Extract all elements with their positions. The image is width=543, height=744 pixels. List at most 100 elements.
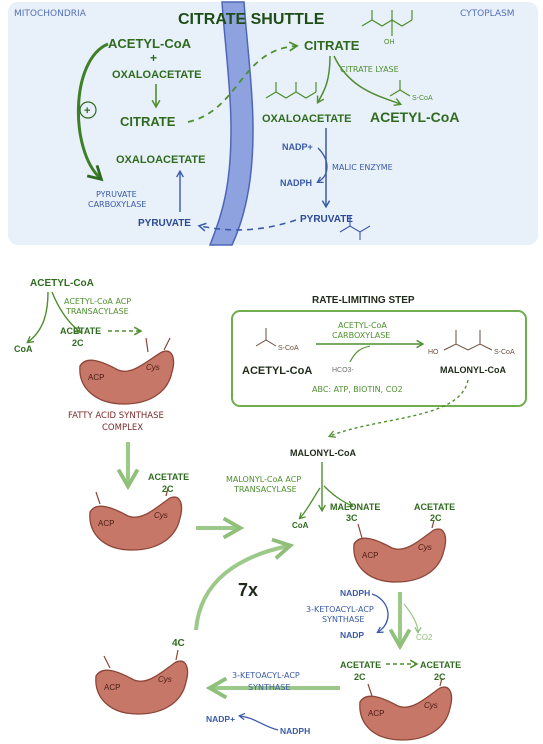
membrane [208,1,254,246]
repeat-arrow [194,537,295,631]
mito-oxaloacetate-2: OXALOACETATE [116,154,205,166]
acp-transacylase-1: ACETYL-CoA ACP [64,297,131,306]
acp-2: ACP [98,519,114,528]
acetyl-coa-structure [389,80,411,97]
rl-ho: HO [428,349,439,356]
pyruvate-transport [197,219,297,232]
malonyl-structure [443,330,493,351]
rl-s-coa-1: S-CoA [278,345,299,352]
carboxylase-1: ACETYL-CoA [338,321,387,330]
cys-5: Cys [158,675,172,684]
two-c-3: 2C [430,513,442,523]
rl-acetyl-structure [255,328,277,347]
malonyl-to-malonate [323,485,354,508]
acetate-right: ACETATE [420,660,461,670]
acetate-3: ACETATE [414,502,455,512]
seven-x: 7x [238,580,258,600]
enzyme-complex-1: ACP Cys [79,337,175,405]
nadp-plus: NADP+ [282,142,313,152]
carboxylase-2: CARBOXYLASE [332,331,390,340]
two-c-right: 2C [434,672,446,682]
cys-1: Cys [146,363,160,372]
rate-limiting-title: RATE-LIMITING STEP [312,295,415,306]
nadph-cond: NADPH [340,588,370,598]
fas-complex-2: COMPLEX [102,423,143,433]
shuttle-title: CITRATE SHUTTLE [178,11,325,28]
fas-complex-1: FATTY ACID SYNTHASE [68,411,164,421]
nadph-red: NADPH [280,726,310,736]
co2: CO2 [416,633,433,642]
oxaloacetate-structure [265,82,317,99]
acetate-label: ACETATE [60,326,101,336]
nadp-cond: NADP [340,630,364,640]
hco3-arrow [349,345,371,363]
cyto-citrate: CITRATE [304,38,360,53]
acp-transacylase-2: TRANSACYLASE [65,307,129,316]
malonate: MALONATE [330,502,380,512]
citrate-structure: OH [361,10,413,46]
arrow-to-coa [26,291,49,344]
acetate-2: ACETATE [148,472,189,482]
arrow-to-cyto-oxa [316,55,331,105]
arrow-to-cyto-acetyl [333,55,403,107]
rate-limiting-box [231,310,527,407]
shuttle-panel [8,2,538,245]
cytoplasm-label: CYTOPLASM [460,9,515,19]
malonyl-dotted-arrow [327,379,469,438]
two-c-left: 2C [354,672,366,682]
cys-2: Cys [154,511,168,520]
co2-arrow [403,603,422,635]
abc: ABC: ATP, BIOTIN, CO2 [312,385,403,394]
ketoacyl-synthase-1a: 3-KETOACYL-ACP [306,605,374,614]
nadph-red-arrow [237,712,279,731]
positive-mark: + [84,105,90,117]
pyruvate-carboxylase-2: CARBOXYLASE [88,200,146,209]
malonyl-transacylase-1: MALONYL-CoA ACP [226,475,301,484]
cyto-oxaloacetate: OXALOACETATE [262,113,351,125]
acp-1: ACP [88,373,104,382]
malonyl-coa: MALONYL-CoA [290,448,356,458]
rl-s-coa-2: S-CoA [494,349,515,356]
coa-label: CoA [14,344,33,354]
rl-malonyl-coa: MALONYL-CoA [440,365,506,375]
struct-s-coa: S-CoA [412,95,433,102]
cyto-acetyl-coa: ACETYL-CoA [370,109,459,125]
three-c: 3C [346,513,358,523]
citrate-lyase: CITRATE LYASE [340,65,399,74]
acp-3: ACP [362,551,378,560]
rl-acetyl-coa: ACETYL-CoA [242,365,312,377]
nadp-plus-red: NADP+ [206,714,235,724]
enzyme-complex-5: ACP Cys [95,649,189,715]
nadph: NADPH [280,178,312,188]
nadp-arrow [316,147,328,184]
pyruvate-structure [339,216,371,240]
enzyme-complex-4: ACP Cys [359,677,453,741]
ketoacyl-synthase-2b: SYNTHASE [248,683,290,692]
acetyl-coa-start: ACETYL-CoA [30,278,94,289]
mito-acetyl-coa: ACETYL-CoA [108,36,192,51]
enzyme-complex-2: ACP Cys [89,487,183,551]
cyto-pyruvate: PYRUVATE [300,214,353,225]
malic-enzyme: MALIC ENZYME [332,163,393,172]
malonyl-coa-release [298,487,321,520]
pyruvate-carboxylase-1: PYRUVATE [96,190,137,199]
four-c: 4C [172,638,185,649]
mito-oxaloacetate: OXALOACETATE [112,69,201,81]
struct-oh: OH [384,39,395,46]
citrate-transport [187,41,299,123]
two-c-label: 2C [72,338,84,348]
acp-4: ACP [368,709,384,718]
arrow-to-acetate [51,291,82,334]
cys-3: Cys [418,543,432,552]
ketoacyl-synthase-1b: SYNTHASE [322,615,364,624]
cycle-arrow [77,42,109,182]
mito-pyruvate: PYRUVATE [138,218,191,229]
malonyl-transacylase-2: TRANSACYLASE [233,485,297,494]
acp-5: ACP [104,683,120,692]
acetate-left: ACETATE [340,660,381,670]
mitochondria-label: MITOCHONDRIA [14,9,87,19]
coa-2: CoA [292,521,309,530]
positive-circle [79,101,97,119]
mito-citrate: CITRATE [120,114,176,129]
nadph-cond-arrow [371,593,389,634]
